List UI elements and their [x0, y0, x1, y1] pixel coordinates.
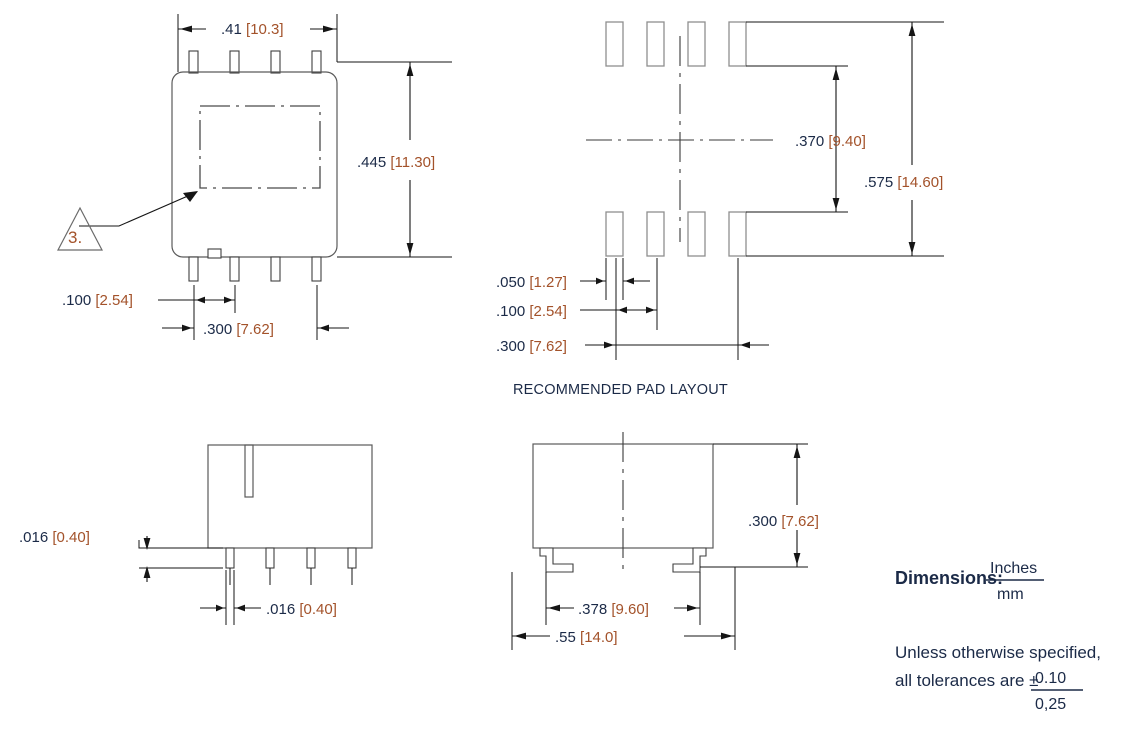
legend-units-numerator: Inches: [990, 560, 1037, 577]
note-3-label: 3.: [68, 228, 82, 247]
side-view-groove: [244, 444, 254, 498]
dimension-pad-inner-span: .370 [9.40]: [746, 65, 866, 213]
legend-tolerance-numerator: 0.10: [1035, 670, 1066, 687]
front-view-lead-left: [539, 547, 574, 573]
dimension-top-width: .41 [10.3]: [177, 14, 338, 72]
dimension-lead-span: .55 [14.0]: [511, 567, 736, 650]
pad-row-top: [605, 21, 747, 67]
dimension-lead-width-label: .016 [0.40]: [266, 601, 337, 618]
dimension-pad-pitch: .100 [2.54]: [496, 258, 658, 330]
top-view-bottom-pins: [188, 256, 322, 282]
dimension-top-height-label: .445 [11.30]: [357, 154, 435, 171]
dimension-pin-span-label: .300 [7.62]: [203, 321, 274, 338]
dimension-top-width-label: .41 [10.3]: [221, 21, 284, 38]
legend-tolerance-denominator: 0,25: [1035, 696, 1066, 713]
legend-tolerance-line2: all tolerances are ±: [895, 671, 1039, 690]
dimension-pin-pitch: .100 [2.54]: [62, 285, 236, 313]
legend-units-denominator: mm: [997, 586, 1024, 603]
note-3-callout: 3.: [57, 191, 198, 251]
side-view-body: [207, 444, 373, 549]
top-view-orientation-tab: [207, 248, 222, 259]
legend-tolerance-line1: Unless otherwise specified,: [895, 643, 1101, 662]
recommended-pad-layout-view: .370 [9.40] .575 [14.60] .050 [1.27]: [496, 21, 944, 398]
side-view-leads: [225, 547, 357, 585]
dimension-pad-outer-span-label: .575 [14.60]: [864, 174, 943, 191]
front-view: .300 [7.62] .378 [9.60] .55 [14.0]: [511, 432, 819, 650]
dimension-pad-row-span: .300 [7.62]: [496, 258, 769, 360]
pad-row-bottom: [605, 211, 747, 257]
top-view: .41 [10.3] 3.: [57, 14, 452, 340]
front-view-lead-right: [672, 547, 707, 573]
dimension-top-height: .445 [11.30]: [337, 61, 452, 258]
dimension-body-width-label: .378 [9.60]: [578, 601, 649, 618]
side-view: .016 [0.40] .016 [0.40]: [19, 444, 373, 625]
dimension-pad-width: .050 [1.27]: [496, 258, 650, 300]
dimension-pad-row-span-label: .300 [7.62]: [496, 338, 567, 355]
dimension-lead-width: .016 [0.40]: [200, 570, 337, 625]
recommended-pad-layout-label: RECOMMENDED PAD LAYOUT: [513, 382, 728, 398]
top-view-top-pins: [188, 50, 322, 74]
top-view-internal-boundary: [199, 105, 321, 189]
dimension-lead-thickness-label: .016 [0.40]: [19, 529, 90, 546]
dimension-pin-pitch-label: .100 [2.54]: [62, 292, 133, 309]
legend-dimensions-label: Dimensions:: [895, 568, 1003, 588]
dimension-pad-width-label: .050 [1.27]: [496, 274, 567, 291]
top-view-body: [171, 71, 338, 258]
dimension-lead-span-label: .55 [14.0]: [555, 629, 618, 646]
dimension-pad-outer-span: .575 [14.60]: [746, 21, 944, 257]
dimension-lead-thickness: .016 [0.40]: [19, 529, 223, 582]
dimension-pin-span: .300 [7.62]: [162, 285, 349, 340]
dimension-body-height: .300 [7.62]: [700, 443, 819, 568]
dimension-body-width: .378 [9.60]: [545, 572, 701, 625]
dimension-pad-inner-span-label: .370 [9.40]: [795, 133, 866, 150]
dimensions-legend: Dimensions: Inches mm Unless otherwise s…: [895, 560, 1101, 713]
dimension-body-height-label: .300 [7.62]: [748, 513, 819, 530]
dimension-pad-pitch-label: .100 [2.54]: [496, 303, 567, 320]
